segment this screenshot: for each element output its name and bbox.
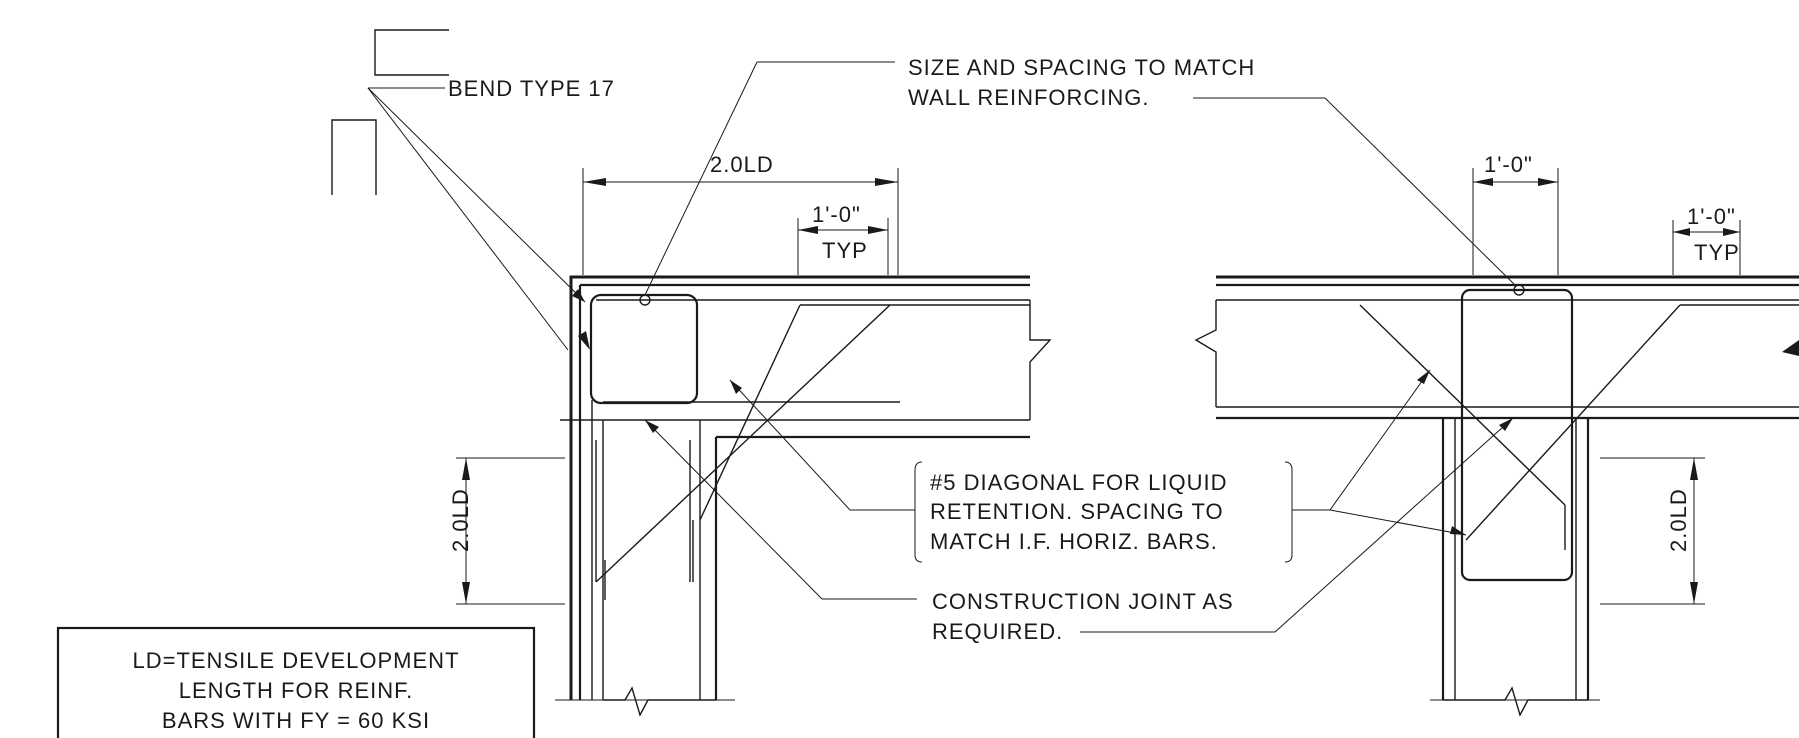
left-typ-arrow-right: [868, 226, 888, 234]
left-outer-face: [569, 275, 1030, 700]
left-wall-break-symbol: [603, 686, 716, 717]
right-typ-dimension: 1'-0" TYP: [1672, 204, 1741, 275]
joint-arrow-left: [645, 420, 659, 433]
joint-arrow-right: [1499, 418, 1513, 431]
right-bar-circle: [1513, 284, 1525, 296]
left-slab-break-symbol: [1029, 300, 1052, 420]
right-slab-break-symbol: [1194, 300, 1217, 407]
diagonal-arrow-right-2: [1450, 526, 1466, 535]
diagonal-line1: #5 DIAGONAL FOR LIQUID: [930, 470, 1227, 495]
note-line2: LENGTH FOR REINF.: [179, 678, 414, 703]
left-corner-stirrup: [589, 293, 699, 405]
left-typ-value: 1'-0": [812, 202, 861, 227]
right-top-arrow-left: [1473, 178, 1493, 186]
left-vert-arrow-bottom: [462, 582, 470, 604]
joint-line2: REQUIRED.: [932, 619, 1063, 644]
ld-note-box: LD=TENSILE DEVELOPMENT LENGTH FOR REINF.…: [56, 626, 536, 738]
bend-symbol-vertical: [331, 119, 377, 195]
note-line3: BARS WITH FY = 60 KSI: [162, 708, 430, 733]
right-vert-label: 2.0LD: [1666, 488, 1691, 552]
left-vertical-dimension: 2.0LD: [448, 457, 565, 605]
right-diagonal-bar-2: [1465, 304, 1681, 541]
construction-joint-callout: CONSTRUCTION JOINT AS REQUIRED.: [644, 417, 1514, 644]
diagonal-arrow-left: [730, 380, 742, 394]
right-edge-arrow: [1782, 340, 1799, 356]
diagonal-line2: RETENTION. SPACING TO: [930, 499, 1224, 524]
joint-line1: CONSTRUCTION JOINT AS: [932, 589, 1234, 614]
left-corner-detail: [555, 275, 1052, 717]
right-top-arrow-right: [1538, 178, 1558, 186]
bend-symbol-horizontal: [374, 29, 449, 76]
left-typ-label: TYP: [822, 238, 868, 263]
joint-leader-right: [1274, 417, 1514, 633]
right-vert-arrow-top: [1690, 458, 1698, 480]
right-vertical-dimension: 2.0LD: [1600, 457, 1705, 605]
left-diagonal-bar-2: [699, 304, 801, 521]
diagonal-bracket-left: [914, 461, 923, 563]
right-corner-detail: [1194, 275, 1799, 717]
bend-arrow-a: [572, 289, 585, 302]
left-top-dim-label: 2.0LD: [710, 152, 774, 177]
size-spacing-line1: SIZE AND SPACING TO MATCH: [908, 55, 1255, 80]
diagonal-leader-left: [729, 379, 851, 511]
size-spacing-callout: SIZE AND SPACING TO MATCH WALL REINFORCI…: [644, 55, 1516, 296]
joint-leader-left: [644, 419, 823, 600]
left-typ-arrow-left: [798, 226, 818, 234]
right-diagonal-bar-1: [1359, 304, 1566, 506]
left-top-dim-arrow-left: [583, 178, 606, 186]
diagonal-bracket-right: [1284, 461, 1293, 563]
left-top-dimension: 2.0LD: [582, 152, 899, 275]
size-leader-right: [1324, 97, 1516, 286]
right-typ-arrow-right: [1723, 228, 1740, 236]
bend-leader-b: [367, 87, 569, 351]
right-vert-arrow-bottom: [1690, 582, 1698, 604]
right-typ-arrow-left: [1673, 228, 1690, 236]
diagonal-arrow-right-1: [1417, 370, 1430, 384]
diagonal-line3: MATCH I.F. HORIZ. BARS.: [930, 529, 1218, 554]
right-typ-value: 1'-0": [1687, 204, 1736, 229]
left-vert-label: 2.0LD: [448, 488, 473, 552]
bend-type-label: BEND TYPE 17: [448, 76, 615, 101]
left-diagonal-bar-1: [595, 304, 891, 583]
left-top-dim-arrow-right: [875, 178, 898, 186]
bend-type-symbols: BEND TYPE 17: [331, 29, 615, 351]
bend-leader-a: [367, 87, 586, 303]
diagonal-leader-right-1: [1329, 369, 1431, 511]
right-wall-break-symbol: [1443, 686, 1588, 717]
note-line1: LD=TENSILE DEVELOPMENT: [132, 648, 459, 673]
right-top-dimension: 1'-0": [1472, 152, 1559, 275]
size-spacing-line2: WALL REINFORCING.: [908, 85, 1150, 110]
size-leader-left: [644, 61, 758, 296]
right-top-value: 1'-0": [1484, 152, 1533, 177]
right-typ-label: TYP: [1694, 240, 1740, 265]
diagonal-leader-right-2: [1329, 509, 1467, 536]
diagonal-callout: #5 DIAGONAL FOR LIQUID RETENTION. SPACIN…: [729, 369, 1467, 563]
note-box-frame: [56, 626, 536, 738]
left-typ-dimension: 1'-0" TYP: [797, 202, 889, 275]
left-vert-arrow-top: [462, 458, 470, 480]
right-corner-stirrup: [1460, 288, 1574, 582]
